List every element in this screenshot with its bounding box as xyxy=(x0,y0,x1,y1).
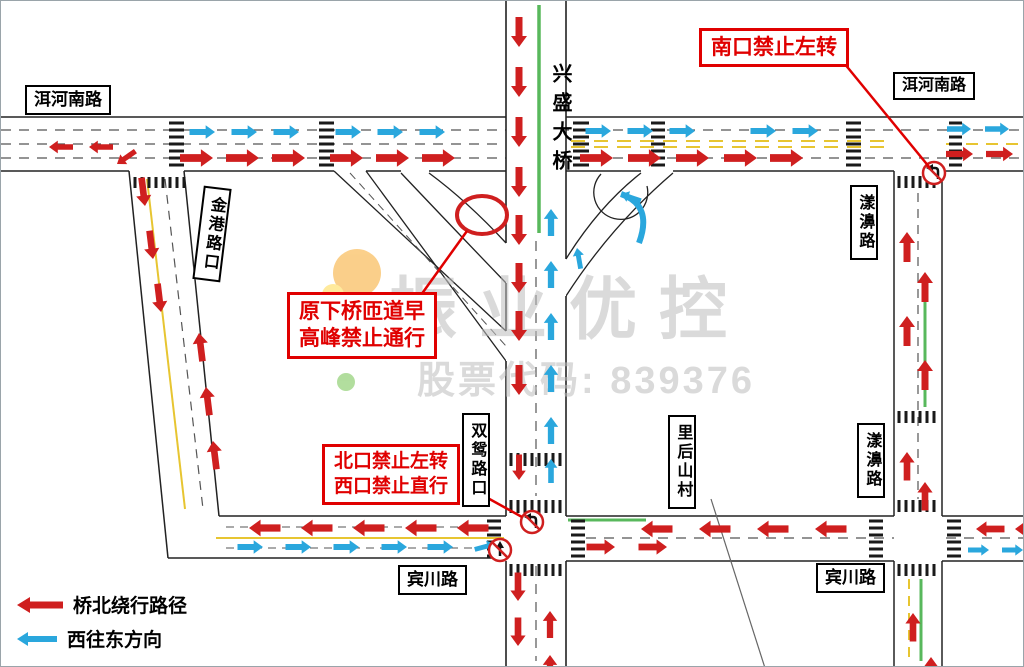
callout-ramp-closure-line1: 原下桥匝道早 xyxy=(299,300,425,323)
callout-north-west-restriction: 北口禁止左转 西口禁止直行 xyxy=(322,444,461,506)
svg-text:振业优控: 振业优控 xyxy=(389,272,749,348)
label-lihoushan-village: 里后山村 xyxy=(668,415,697,509)
callout-ramp-closure-line2: 高峰禁止通行 xyxy=(299,327,425,351)
svg-text:股票代码: 839376: 股票代码: 839376 xyxy=(417,360,755,402)
callout-south-no-left-turn: 南口禁止左转 xyxy=(699,28,849,68)
legend-row-detour: 桥北绕行路径 xyxy=(15,591,187,618)
label-shuangyuan-intersection: 双鸳路口 xyxy=(462,413,491,507)
label-erhe-south-road-left: 洱河南路 xyxy=(25,85,111,115)
label-xingsheng-bridge: 兴盛大桥 xyxy=(549,63,571,179)
label-binchuan-road-center: 宾川路 xyxy=(398,565,467,595)
label-erhe-south-road-right: 洱河南路 xyxy=(893,72,976,101)
label-yangbi-road-lower: 漾濞路 xyxy=(857,423,886,498)
detour-red-arrow-icon xyxy=(17,596,63,613)
west-east-blue-arrow-icon xyxy=(17,631,57,646)
legend: 桥北绕行路径 西往东方向 xyxy=(15,591,187,659)
callout-north-restriction-line1: 北口禁止左转 xyxy=(334,451,449,472)
label-yangbi-road-upper: 漾濞路 xyxy=(850,185,879,260)
callout-north-restriction-line2: 西口禁止直行 xyxy=(334,475,449,497)
legend-west-east-label: 西往东方向 xyxy=(67,630,163,651)
label-binchuan-road-right: 宾川路 xyxy=(816,563,885,593)
legend-row-west-east: 西往东方向 xyxy=(15,625,187,652)
legend-detour-label: 桥北绕行路径 xyxy=(73,596,188,617)
callout-ramp-closure: 原下桥匝道早 高峰禁止通行 xyxy=(287,292,437,359)
